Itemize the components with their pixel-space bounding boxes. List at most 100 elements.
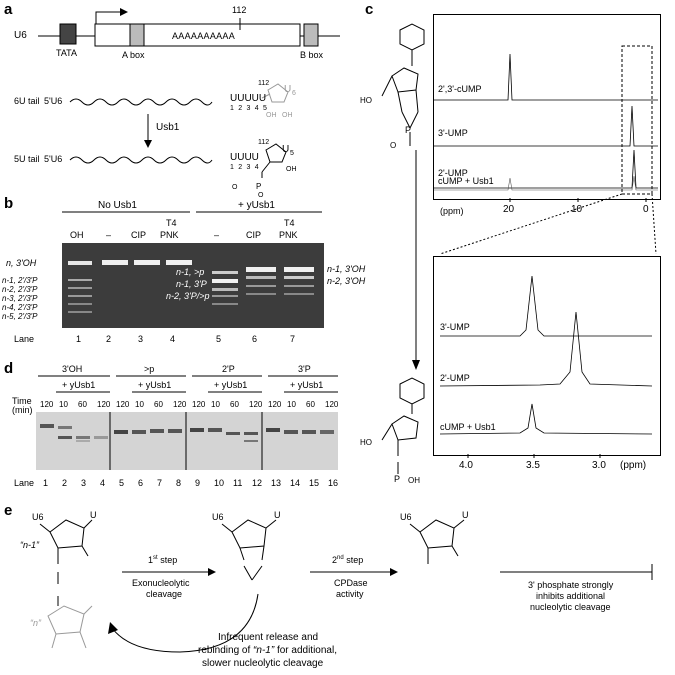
d-time-9: 120 xyxy=(192,400,206,409)
top-seq: UUUUU xyxy=(230,93,267,104)
c-ho-bottom: HO xyxy=(360,438,372,447)
d-sub-2: + yUsb1 xyxy=(138,380,172,390)
d-lane-5: 5 xyxy=(119,478,125,488)
abox-label: A box xyxy=(122,50,145,60)
e-step1-desc-1: Exonucleolytic xyxy=(132,578,190,588)
nmr-bottom-label-0: 3'-UMP xyxy=(440,322,470,332)
d-sub-3: + yUsb1 xyxy=(214,380,248,390)
col-header-dash-1: – xyxy=(106,230,112,240)
d-lane-3: 3 xyxy=(81,478,87,488)
yusb1-header: + yUsb1 xyxy=(238,200,275,211)
d-sub-1: + yUsb1 xyxy=(62,380,96,390)
e-step1-sup: st xyxy=(153,555,158,561)
b-lane-1: 1 xyxy=(76,334,82,344)
e-step2-word: step xyxy=(343,555,364,565)
b-lane-5: 5 xyxy=(216,334,222,344)
d-time-3: 60 xyxy=(78,400,87,409)
nmr-bottom-box xyxy=(433,256,661,456)
d-sub-4: + yUsb1 xyxy=(290,380,324,390)
e-step2-num: 2 xyxy=(332,555,338,565)
oh-top-1: OH xyxy=(266,112,277,119)
b-left-label-1: n-1, 2'/3'P xyxy=(2,276,38,285)
e-release-3: slower nucleolytic cleavage xyxy=(202,658,324,669)
d-time-16: 120 xyxy=(325,400,339,409)
e-u6-left: U6 xyxy=(32,512,44,522)
bbox-label: B box xyxy=(300,50,324,60)
no-usb1-header: No Usb1 xyxy=(98,200,137,211)
d-time-7: 60 xyxy=(154,400,163,409)
col-header-cip-1: CIP xyxy=(131,230,147,240)
b-lane-label: Lane xyxy=(14,334,35,344)
c-oh-bottom: OH xyxy=(408,476,420,485)
nmr-bottom-tick-4.0: 4.0 xyxy=(459,460,473,471)
b-left-label-4: n-4, 2'/3'P xyxy=(2,303,38,312)
d-time-11: 60 xyxy=(230,400,239,409)
nmr-top-tick-20: 20 xyxy=(503,204,515,215)
nmr-bottom-label-2: cUMP + Usb1 xyxy=(440,422,496,432)
d-time-10: 10 xyxy=(211,400,220,409)
b-mid-label-1: n-1, 3'P xyxy=(176,279,207,289)
e-release-2a: rebinding of xyxy=(198,645,251,656)
d-time-2: 10 xyxy=(59,400,68,409)
e-u-left: U xyxy=(90,510,97,520)
e-step1-desc-2: cleavage xyxy=(146,589,183,599)
d-time-8: 120 xyxy=(173,400,187,409)
e-step1: 1st step xyxy=(148,555,177,565)
phosphate-o-minus: O xyxy=(232,184,238,191)
panel-label-d: d xyxy=(4,360,14,377)
b-lane-4: 4 xyxy=(170,334,176,344)
d-lane-15: 15 xyxy=(309,478,320,488)
d-group-3oh: 3'OH xyxy=(62,364,83,374)
b-left-label-3: n-3, 2'/3'P xyxy=(2,294,38,303)
oh-bottom: OH xyxy=(286,166,297,173)
e-step1-num: 1 xyxy=(148,555,154,565)
d-group-3p: 3'P xyxy=(298,364,311,374)
e-step2-desc-2: activity xyxy=(336,589,364,599)
u5-residue-index: 5 xyxy=(290,150,294,157)
nmr-bottom-tick-3.0: 3.0 xyxy=(592,460,606,471)
nmr-bottom-ppm: (ppm) xyxy=(620,460,647,471)
d-time-1: 120 xyxy=(40,400,54,409)
d-lane-11: 11 xyxy=(233,478,243,488)
d-lane-10: 10 xyxy=(214,478,225,488)
d-time-15: 60 xyxy=(306,400,315,409)
d-time-4: 120 xyxy=(97,400,111,409)
u5-residue: U xyxy=(282,144,290,155)
e-step2-sup: nd xyxy=(337,555,344,561)
b-left-label-2: n-2, 2'/3'P xyxy=(2,285,38,294)
b-lane-2: 2 xyxy=(106,334,112,344)
e-release-2b: for additional, xyxy=(274,645,337,656)
nmr-top-tick-0: 0 xyxy=(643,204,649,215)
b-lane-7: 7 xyxy=(290,334,296,344)
e-release-2: rebinding of “n-1” for additional, xyxy=(198,645,337,656)
d-lane-4: 4 xyxy=(100,478,106,488)
d-lane-7: 7 xyxy=(157,478,163,488)
e-step2-desc-1: CPDase xyxy=(334,578,368,588)
e-step2: 2nd step xyxy=(332,555,363,565)
b-mid-label-0: n-1, >p xyxy=(176,267,205,277)
col-header-t4-1: T4 xyxy=(166,218,177,228)
phosphate-o: O xyxy=(258,192,264,199)
col-header-pnk-1: PNK xyxy=(160,230,179,240)
phosphate-p: P xyxy=(256,182,262,191)
nmr-top-label-0: 2',3'-cUMP xyxy=(438,84,482,94)
nmr-top-ppm: (ppm) xyxy=(440,206,464,216)
b-lane-6: 6 xyxy=(252,334,258,344)
nmr-top-tick-10: 10 xyxy=(571,204,583,215)
top-112: 112 xyxy=(258,80,270,87)
b-mid-label-2: n-2, 3'P/>p xyxy=(166,291,210,301)
u6-residue-index: 6 xyxy=(292,90,296,97)
gel-b xyxy=(62,243,324,328)
bot-112: 112 xyxy=(258,139,270,146)
d-lane-12: 12 xyxy=(252,478,263,488)
d-time-label-1: Time xyxy=(12,396,32,406)
e-u6-right: U6 xyxy=(400,512,412,522)
c-ho-top: HO xyxy=(360,96,372,105)
